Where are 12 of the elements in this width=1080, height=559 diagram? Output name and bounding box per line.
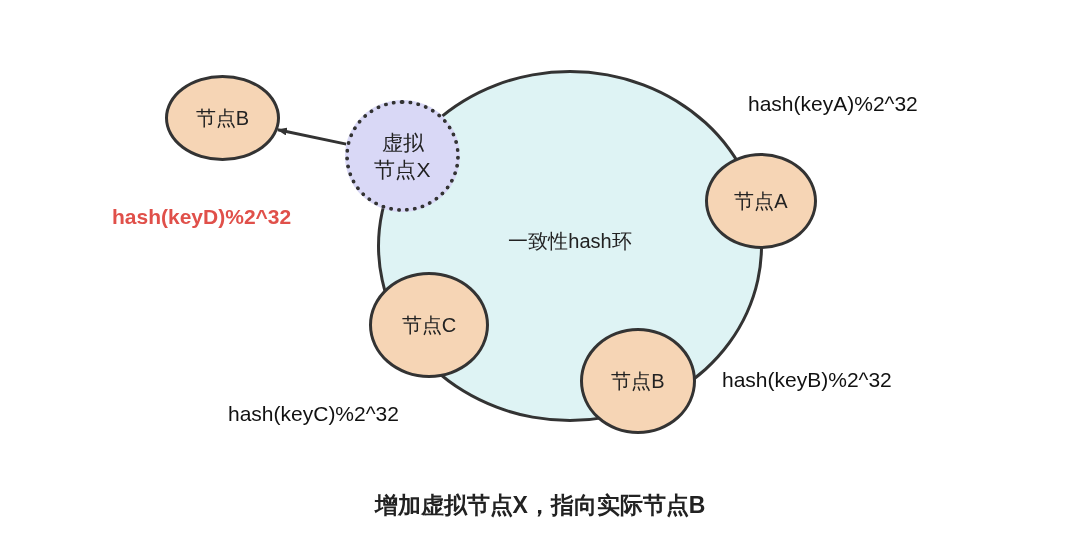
node-label: 一致性hash环	[508, 229, 632, 254]
node-label: 节点B	[195, 106, 250, 131]
hash-formula-label: hash(keyC)%2^32	[228, 402, 399, 426]
node-label: 节点A	[734, 189, 788, 214]
node-label: 节点C	[401, 313, 457, 338]
hash-formula-label: hash(keyB)%2^32	[722, 368, 892, 392]
node-label: 虚拟节点X	[373, 129, 432, 183]
hash-formula-label: hash(keyA)%2^32	[748, 92, 918, 116]
node-label: 节点B	[611, 369, 665, 394]
arrow	[276, 127, 347, 146]
hash-formula-label: hash(keyD)%2^32	[112, 205, 292, 229]
caption: 增加虚拟节点X，指向实际节点B	[373, 491, 707, 520]
